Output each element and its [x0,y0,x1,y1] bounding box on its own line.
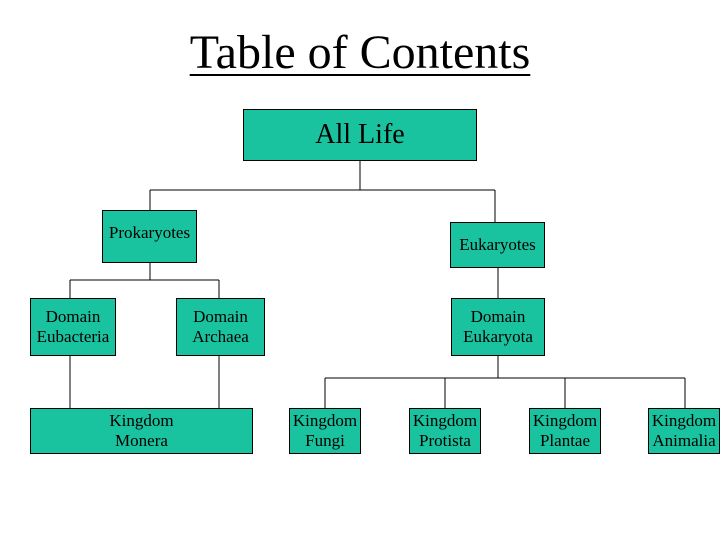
node-label: All Life [315,119,405,151]
node-domain-archaea: Domain Archaea [176,298,265,356]
node-eukaryotes: Eukaryotes [450,222,545,268]
node-all-life: All Life [243,109,477,161]
node-label: Kingdom Plantae [532,410,598,450]
node-label: Kingdom Monera [109,410,174,450]
node-kingdom-animalia: Kingdom Animalia [648,408,720,454]
node-domain-eubacteria: Domain Eubacteria [30,298,116,356]
node-label: Kingdom Animalia [651,410,717,450]
node-label: Domain Archaea [192,306,249,346]
node-kingdom-plantae: Kingdom Plantae [529,408,601,454]
node-label: Eukaryotes [459,234,536,254]
node-label: Domain Eukaryota [463,306,533,346]
node-prokaryotes: Prokaryotes [102,210,197,263]
node-domain-eukaryota: Domain Eukaryota [451,298,545,356]
node-label: Prokaryotes [108,223,191,242]
node-label: Domain Eubacteria [36,306,110,346]
node-kingdom-fungi: Kingdom Fungi [289,408,361,454]
node-kingdom-protista: Kingdom Protista [409,408,481,454]
node-kingdom-monera: Kingdom Monera [30,408,253,454]
node-label: Kingdom Protista [412,410,478,450]
node-label: Kingdom Fungi [292,410,358,450]
page-title: Table of Contents [189,26,531,79]
